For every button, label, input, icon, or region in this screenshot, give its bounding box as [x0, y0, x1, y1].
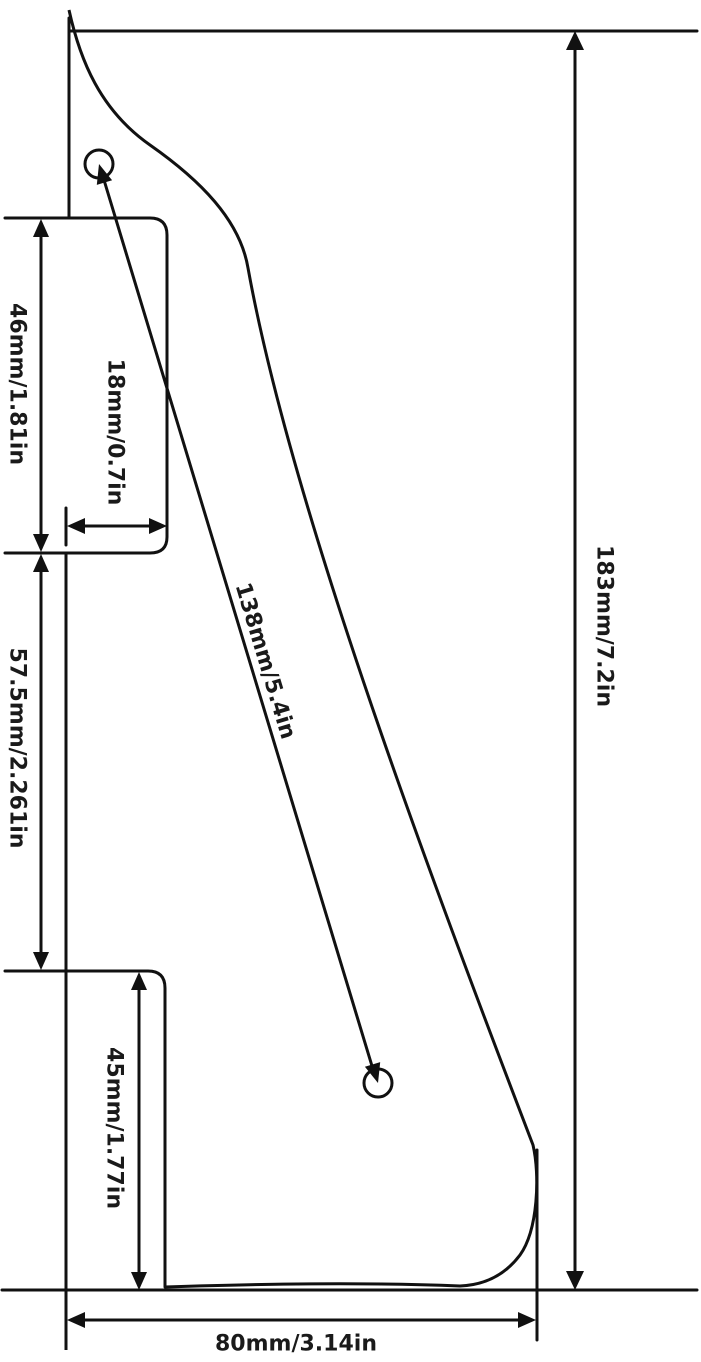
top-tab-height-label: 46mm/1.81in: [5, 303, 30, 465]
diagonal-arrow-bottom: [364, 1062, 381, 1083]
diagonal-label: 138mm/5.4in: [230, 580, 301, 742]
gap-height-arrow-bottom: [33, 952, 49, 970]
gap-height-arrow-top: [33, 554, 49, 572]
bottom-tab-height-arrow-bottom: [131, 1272, 147, 1290]
gap-height-label: 57.5mm/2.261in: [5, 648, 30, 849]
total-height-label: 183mm/7.2in: [592, 545, 617, 707]
diagonal-dimension-line: [102, 178, 374, 1068]
diagonal-arrow-top: [96, 164, 113, 185]
bottom-tab-height-label: 45mm/1.77in: [102, 1047, 127, 1209]
top-tab-depth-arrow-right: [149, 518, 167, 534]
bottom-tab-height-arrow-top: [131, 972, 147, 990]
top-tab-depth-arrow-left: [67, 518, 85, 534]
total-height-arrow-top: [566, 31, 584, 50]
total-width-label: 80mm/3.14in: [215, 1332, 377, 1357]
total-width-arrow-left: [67, 1312, 85, 1328]
part-outline: [64, 9, 539, 1350]
top-tab-height-arrow-bottom: [33, 534, 49, 552]
total-height-arrow-bottom: [566, 1271, 584, 1290]
top-tab-depth-label: 18mm/0.7in: [103, 359, 128, 506]
top-tab-height-arrow-top: [33, 219, 49, 237]
total-width-arrow-right: [518, 1312, 536, 1328]
top-tab-outline: [64, 216, 169, 1290]
